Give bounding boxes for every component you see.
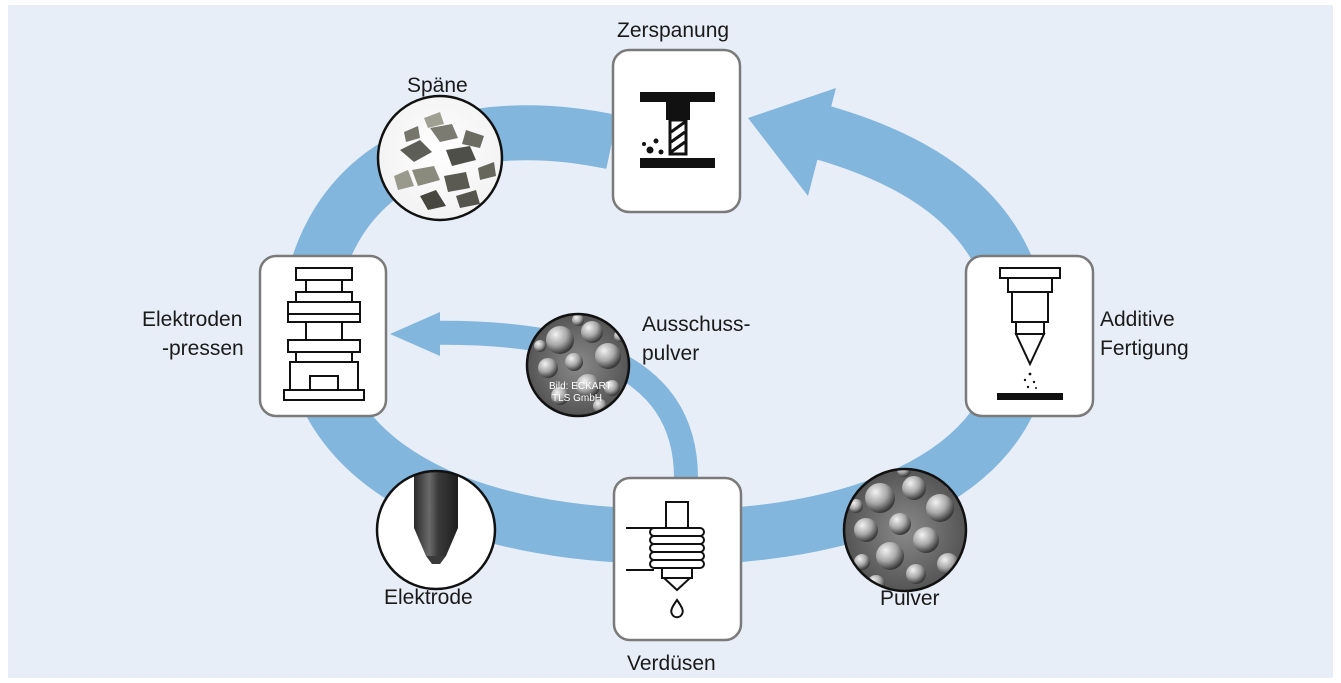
elektrode-photo — [375, 469, 497, 591]
pulver-photo — [842, 467, 968, 593]
label-zerspanung: Zerspanung — [617, 19, 730, 42]
atomizer-icon — [626, 501, 705, 619]
image-credit-line2: TLS GmbH — [552, 393, 603, 404]
milling-icon — [640, 92, 715, 168]
label-additive-2: Fertigung — [1100, 337, 1189, 360]
verduesen-box — [612, 476, 743, 642]
label-elektrode: Elektrode — [384, 586, 473, 609]
label-ausschuss-2: pulver — [642, 342, 700, 365]
elektrodenpressen-box — [258, 254, 388, 418]
additive-box — [964, 254, 1095, 418]
label-pulver: Pulver — [880, 587, 940, 610]
label-elektrodenpressen-2: -pressen — [162, 337, 244, 360]
ausschuss-photo — [525, 312, 631, 418]
label-ausschuss-1: Ausschuss- — [642, 313, 751, 336]
press-icon — [283, 267, 365, 401]
image-credit-line1: Bild: ECKART — [549, 381, 612, 392]
zerspanung-box — [611, 48, 742, 214]
label-spaene: Späne — [407, 74, 468, 97]
spaene-photo — [376, 94, 504, 222]
label-additive-1: Additive — [1100, 308, 1175, 331]
print-nozzle-icon — [997, 267, 1063, 400]
label-verduesen: Verdüsen — [627, 652, 716, 675]
label-elektrodenpressen-1: Elektroden — [142, 308, 243, 331]
